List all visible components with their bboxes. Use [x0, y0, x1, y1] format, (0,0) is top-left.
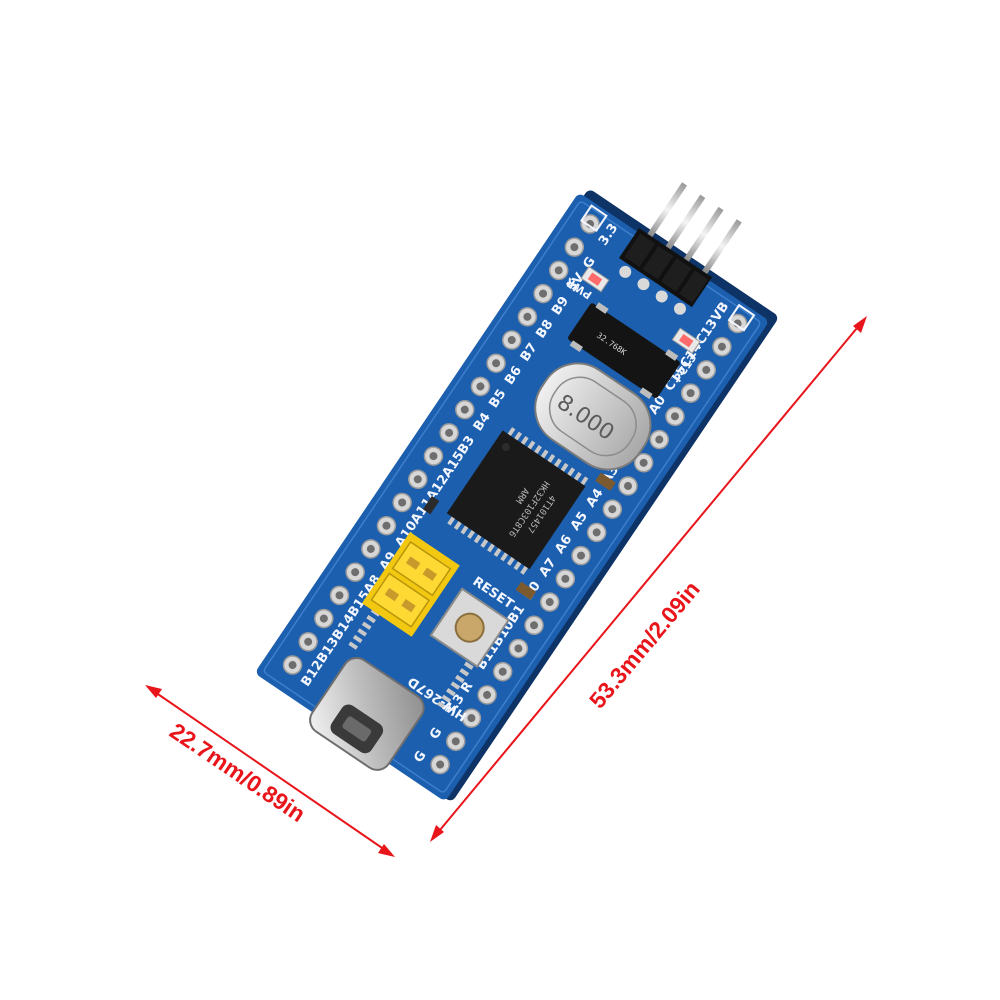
mcu-lead	[361, 621, 372, 630]
smd-part	[515, 581, 537, 600]
mcu-lead	[533, 445, 542, 455]
header-pin-hole	[507, 336, 516, 345]
mcu-lead	[553, 458, 562, 469]
header-pin-hole	[351, 568, 360, 577]
mcu-lead	[493, 547, 503, 557]
mcu-lead	[520, 565, 529, 575]
header-pin-hole	[498, 667, 507, 676]
header-pin-hole	[623, 481, 632, 490]
mcu-lead	[467, 529, 476, 539]
smd-part	[422, 496, 440, 515]
header-pin-hole	[319, 614, 328, 623]
length-label: 53.3mm/2.09in	[584, 576, 705, 713]
mcu-lead	[453, 520, 463, 530]
header-pin-hole	[382, 521, 391, 530]
header-pin-hole	[492, 359, 501, 368]
mcu-lead	[441, 694, 452, 704]
header-pin-hole	[639, 458, 648, 467]
header-pin-hole	[592, 528, 601, 537]
mcu-lead	[348, 641, 359, 650]
header-pin-hole	[304, 637, 313, 646]
mcu-lead	[546, 453, 556, 464]
header-pin-hole	[413, 475, 422, 484]
header-pin-hole	[335, 591, 344, 600]
header-pin-hole	[717, 342, 726, 351]
mcu-lead	[500, 551, 509, 562]
rtc-crystal: 32.768K	[568, 302, 680, 400]
header-pin-hole	[655, 435, 664, 444]
swd-pin-1	[647, 182, 688, 238]
smd-part	[595, 472, 616, 491]
header-pin-hole	[686, 389, 695, 398]
header-pin-hole	[570, 243, 579, 252]
mcu-lead	[473, 533, 483, 544]
mcu-lead	[366, 614, 376, 624]
pin1-marker-bottom	[727, 303, 756, 332]
header-pin-hole	[561, 574, 570, 583]
header-pin-hole	[608, 505, 617, 514]
swd-pin-4	[702, 219, 742, 274]
mcu-lead	[513, 431, 523, 442]
swd-header	[618, 182, 742, 315]
header-pin-hole	[366, 544, 375, 553]
mcu-lead	[513, 560, 522, 571]
header-pin-hole	[514, 644, 523, 653]
mcu-lead	[566, 467, 576, 478]
header-pin-hole	[702, 365, 711, 374]
mcu-lead	[520, 436, 529, 446]
mcu-lead	[357, 628, 368, 637]
header-pin-hole	[545, 598, 554, 607]
swd-pin-2	[665, 194, 706, 250]
stm32-board: B12B13B14B15A8A9A10A11A12A15B3B4B5B6B7B8…	[256, 182, 778, 801]
hse-crystal: 8.000	[534, 362, 652, 471]
mcu-lead	[580, 476, 589, 487]
header-pin-hole	[670, 412, 679, 421]
boot-jumpers[interactable]	[361, 531, 460, 637]
mcu-lead	[450, 681, 461, 690]
usb-c-port[interactable]	[305, 653, 429, 776]
header-pin-hole	[476, 382, 485, 391]
header-pin-hole	[429, 452, 438, 461]
header-pin-hole	[288, 660, 297, 669]
header-pin-hole	[460, 405, 469, 414]
width-label: 22.7mm/0.89in	[165, 718, 310, 827]
header-pin-hole	[436, 760, 445, 769]
pin1-marker-top	[580, 204, 608, 233]
header-pin-hole	[530, 621, 539, 630]
mcu-lead	[446, 688, 456, 697]
mcu-lead	[540, 449, 549, 460]
mcu-lead	[437, 701, 447, 710]
mcu-lead	[507, 427, 516, 437]
header-pin-hole	[467, 714, 476, 723]
mcu-lead	[560, 462, 569, 473]
mcu-lead	[352, 634, 363, 644]
mcu-lead	[480, 538, 489, 548]
mcu-lead	[460, 524, 469, 535]
header-pin-hole	[577, 551, 586, 560]
header-pin-hole	[451, 737, 460, 746]
mcu-lead	[526, 440, 536, 451]
header-pin-hole	[554, 266, 563, 275]
header-pin-hole	[539, 289, 548, 298]
mcu-lead	[463, 661, 474, 670]
mcu-lead	[454, 674, 465, 684]
mcu-lead	[573, 471, 582, 482]
mcu-lead	[459, 668, 470, 677]
header-pin-hole	[398, 498, 407, 507]
swd-pin-3	[683, 206, 724, 262]
mcu-lead	[447, 515, 456, 526]
header-pin-hole	[483, 690, 492, 699]
mcu-lead	[506, 556, 516, 566]
mcu-lead	[487, 542, 496, 553]
header-pin-hole	[445, 428, 454, 437]
header-pin-hole	[523, 312, 532, 321]
